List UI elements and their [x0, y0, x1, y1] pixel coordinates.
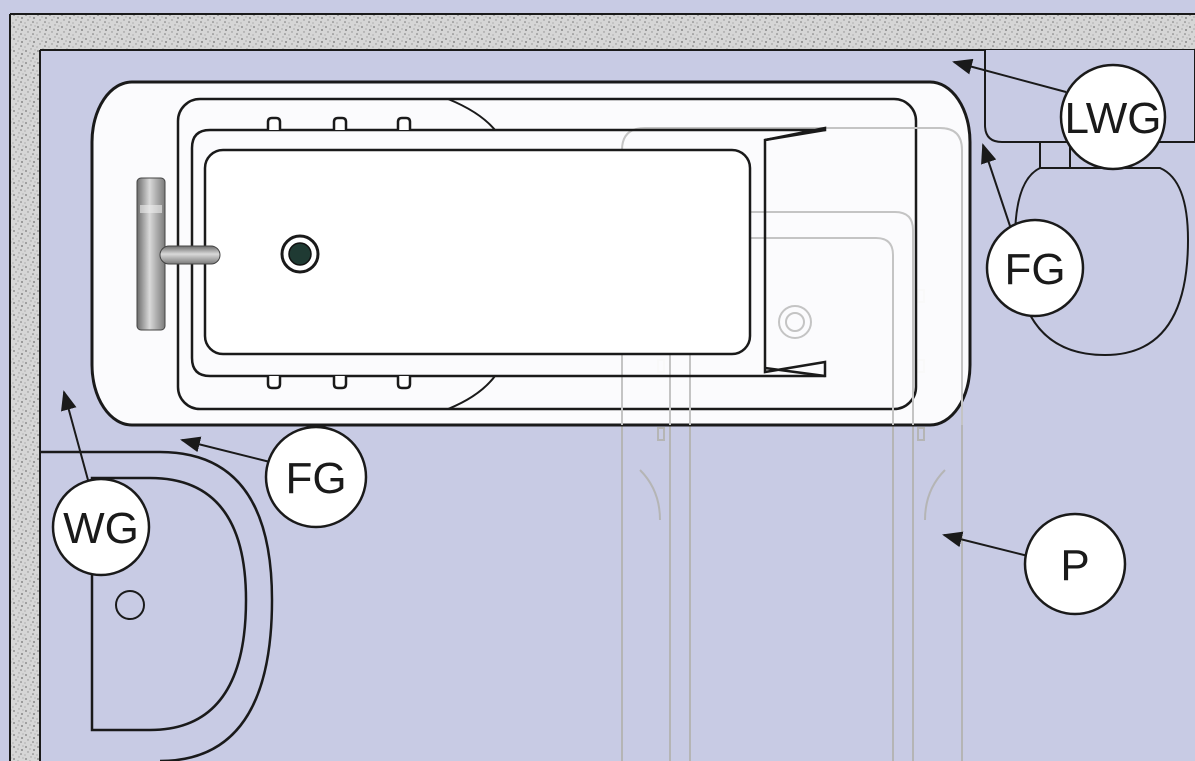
fg-bottom-arrow — [180, 436, 271, 463]
wall-top — [10, 14, 1195, 50]
fg-top-arrow — [981, 143, 1013, 233]
faucet-icon — [136, 177, 221, 331]
p-arrow — [942, 531, 1029, 557]
wall-left — [10, 14, 40, 761]
wg-arrow — [61, 390, 89, 481]
svg-text:FG: FG — [285, 454, 346, 503]
svg-text:FG: FG — [1004, 245, 1065, 294]
seat-clips — [266, 116, 412, 390]
label-lwg: LWG — [1059, 63, 1167, 171]
label-wg: WG — [51, 477, 151, 577]
label-fg-bottom: FG — [264, 425, 368, 529]
bath-seat-frame — [190, 126, 827, 378]
svg-text:WG: WG — [63, 504, 139, 553]
lwg-arrow — [952, 58, 1067, 93]
washbasin-drain-icon — [115, 590, 145, 620]
svg-text:LWG: LWG — [1065, 94, 1162, 143]
label-p: P — [1023, 512, 1127, 616]
svg-text:P: P — [1060, 541, 1089, 590]
label-fg-top: FG — [985, 218, 1085, 318]
washbasin-outer — [40, 450, 274, 761]
